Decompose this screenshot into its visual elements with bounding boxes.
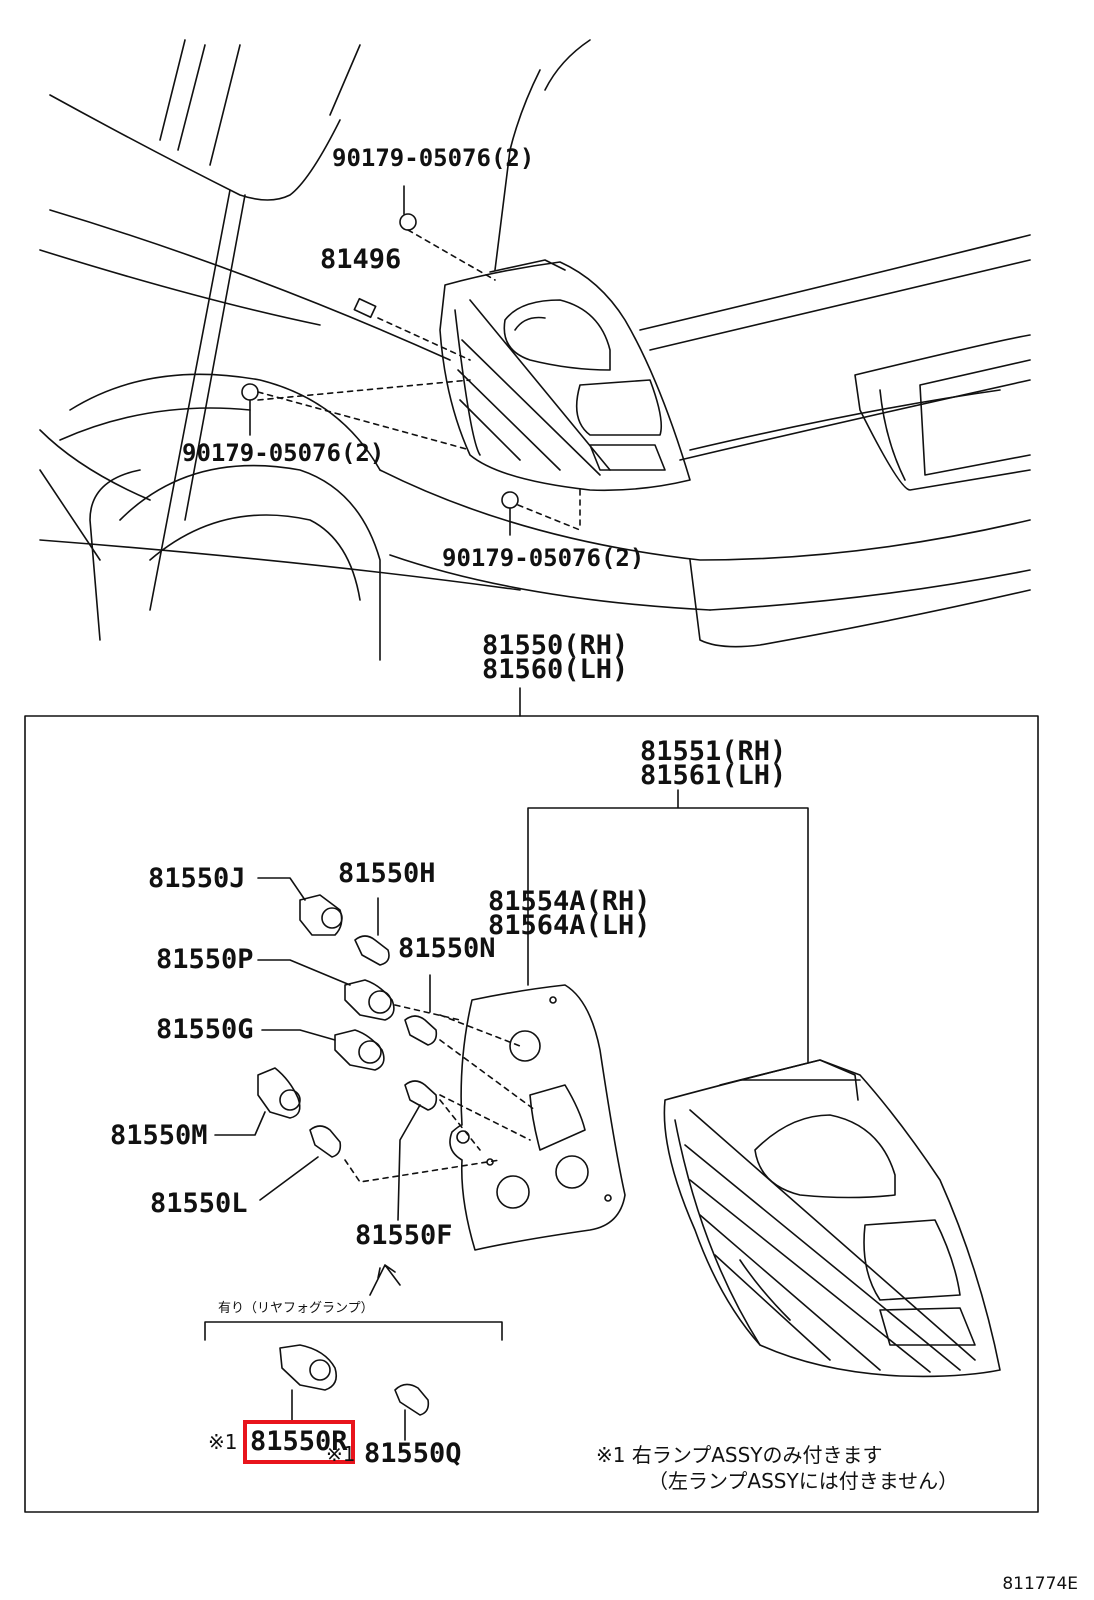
callout-part-g: 81550G: [156, 1014, 254, 1045]
fastener-clips: [241, 185, 581, 536]
callout-gasket-rh: 81554A(RH): [488, 886, 651, 917]
sockets-bulbs: [214, 877, 536, 1296]
callout-lens-lh: 81561(LH): [640, 760, 787, 791]
gasket-plate: [449, 984, 626, 1251]
callout-part-m: 81550M: [110, 1120, 208, 1151]
callout-lens-rh: 81551(RH): [640, 736, 787, 767]
callout-lamp-assy-rh: 81550(RH): [482, 630, 629, 661]
car-body-outline: [39, 39, 1031, 661]
callout-part-l: 81550L: [150, 1188, 248, 1219]
footnote-line-1: ※1 右ランプASSYのみ付きます: [596, 1443, 883, 1467]
callout-part-r: 81550R: [250, 1426, 348, 1457]
option-parts: [279, 1344, 430, 1441]
taillamp-installed: [439, 259, 691, 492]
callout-part-q: 81550Q: [364, 1438, 462, 1469]
highlight-part-r: [243, 1420, 355, 1464]
option-bracket: [204, 1321, 503, 1341]
callout-clip-top: 90179-05076(2): [332, 144, 535, 172]
callout-clip-left: 90179-05076(2): [182, 439, 385, 467]
callout-part-n: 81550N: [398, 933, 496, 964]
callout-part-h: 81550H: [338, 858, 436, 889]
callout-screw: 81496: [320, 244, 402, 275]
mark-part-r: ※1: [208, 1430, 238, 1454]
footnote-line-2: （左ランプASSYには付きません）: [648, 1469, 959, 1493]
leader-lens: [527, 789, 809, 1063]
mark-part-q: ※1: [326, 1442, 356, 1466]
callout-clip-bottom: 90179-05076(2): [442, 544, 645, 572]
callout-part-p: 81550P: [156, 944, 254, 975]
callout-part-j: 81550J: [148, 863, 246, 894]
callout-part-f: 81550F: [355, 1220, 453, 1251]
callout-gasket-lh: 81564A(LH): [488, 910, 651, 941]
diagram-id: 811774E: [1002, 1574, 1078, 1594]
callout-lamp-assy-lh: 81560(LH): [482, 654, 629, 685]
option-label: 有り（リヤフォグランプ）: [218, 1301, 374, 1316]
lens-assembly: [663, 1059, 1001, 1378]
assembly-frame: [24, 715, 1039, 1513]
